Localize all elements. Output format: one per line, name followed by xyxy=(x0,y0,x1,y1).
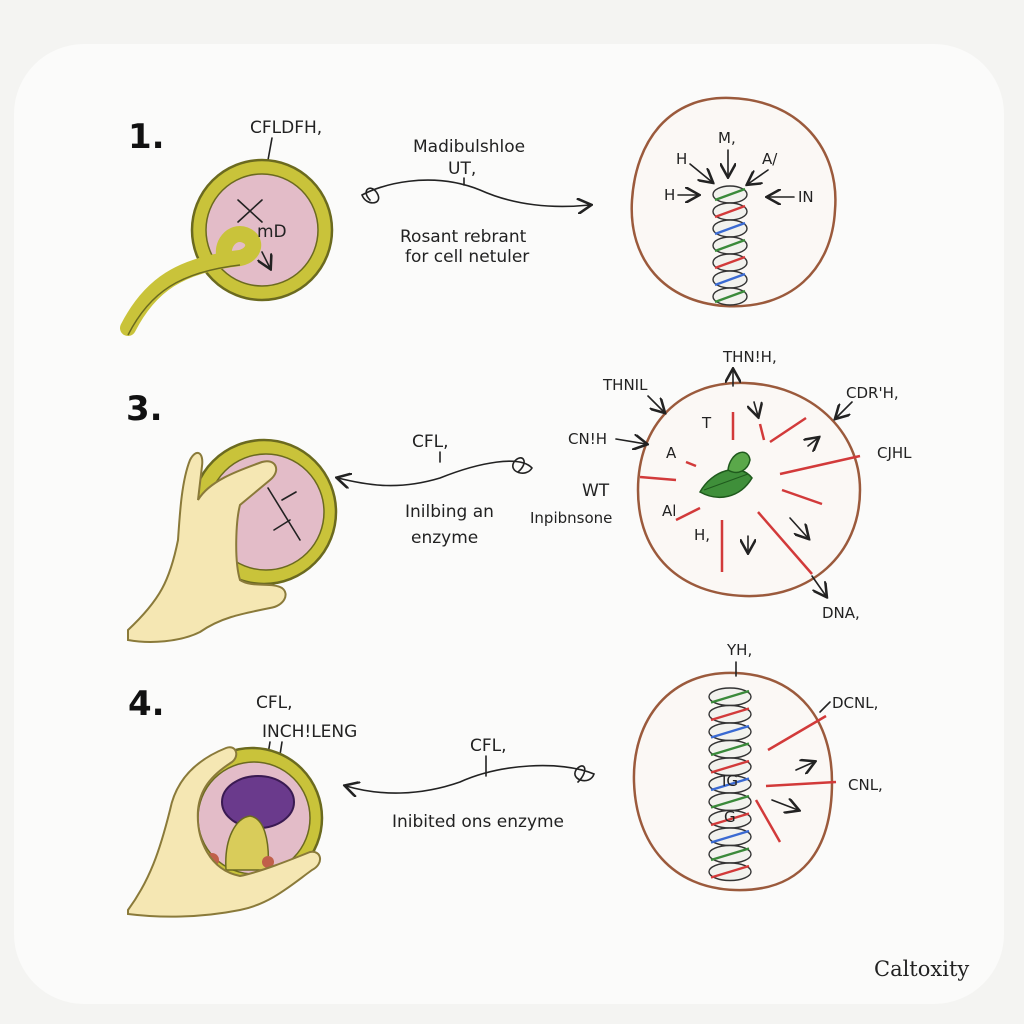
panel-3-label-a: A xyxy=(666,444,677,462)
panel-4-label-yh: YH, xyxy=(726,641,752,659)
panel-3-caption-2: enzyme xyxy=(411,528,478,548)
panel-1-dna xyxy=(712,185,748,306)
panel-4-arrow xyxy=(346,764,595,793)
dna-base-pair xyxy=(714,187,746,202)
dna-base-pair xyxy=(710,829,750,844)
dna-base-pair xyxy=(710,864,750,879)
panel-3-right-cell xyxy=(636,381,862,598)
dna-base-pair xyxy=(714,289,746,304)
panel-1-cell xyxy=(120,158,334,336)
dna-base-pair xyxy=(710,707,750,722)
dna-base-pair xyxy=(714,221,746,236)
dna-base-pair xyxy=(710,777,750,792)
dna-base-pair xyxy=(710,742,750,757)
dna-base-pair xyxy=(710,724,750,739)
arrow xyxy=(771,800,798,810)
panel-1-caption-2: for cell netuler xyxy=(405,247,529,267)
panel-3-arrow-top: CFL, xyxy=(412,432,449,452)
panel-1-right-label-in: IN xyxy=(798,188,814,206)
arrow xyxy=(615,439,646,444)
panel-1-right-label-a: A/ xyxy=(762,150,778,168)
arrow xyxy=(789,517,808,538)
arrow xyxy=(795,762,814,770)
panel-3-label-h: H, xyxy=(694,526,710,544)
panel-3-arrow xyxy=(338,457,533,486)
panel-3-enzyme-leaf xyxy=(698,451,753,499)
panel-1-arrow xyxy=(361,179,590,206)
arrow xyxy=(819,701,831,713)
panel-4-label-2: INCH!LENG xyxy=(262,722,357,742)
panel-3-hand xyxy=(127,451,287,643)
dna-base-pair xyxy=(710,847,750,862)
panel-3-label-al: Al xyxy=(662,502,676,520)
panel-1-arrow-top: Madibulshloe xyxy=(413,137,525,157)
dna-base-pair xyxy=(714,238,746,253)
panel-4-label-dcnl: DCNL, xyxy=(832,694,878,712)
arrow xyxy=(754,401,758,416)
panel-1-right-label-h1: H xyxy=(676,150,687,168)
panel-1-number: 1. xyxy=(128,117,165,157)
panel-1-cell-text: mD xyxy=(257,222,287,242)
panel-3-label-inpibnsone: Inpibnsone xyxy=(530,509,612,527)
dna-base-pair xyxy=(710,794,750,809)
panel-4-caption: Inibited ons enzyme xyxy=(392,812,564,832)
dna-base-pair xyxy=(714,272,746,287)
panel-1-label: CFLDFH, xyxy=(250,118,322,138)
panel-3-label-thnh: THN!H, xyxy=(722,348,777,366)
panel-3-caption-1: Inilbing an xyxy=(405,502,494,522)
panel-3-label-t: T xyxy=(701,414,712,432)
panel-3-label-wt: WT xyxy=(582,481,610,501)
panel-3-label-thnil: THNIL xyxy=(602,376,648,394)
arrow xyxy=(808,438,818,446)
panel-3-label-cjhl: CJHL xyxy=(877,444,912,462)
arrow xyxy=(647,395,664,412)
signature: Caltoxity xyxy=(874,957,969,981)
panel-4-arrow-top: CFL, xyxy=(470,736,507,756)
panel-3-number: 3. xyxy=(126,389,163,429)
panel-4-hand xyxy=(127,746,321,918)
panel-4-number: 4. xyxy=(128,684,165,724)
arrow xyxy=(689,163,712,182)
dna-base-pair xyxy=(714,255,746,270)
panel-1-label-line xyxy=(267,137,273,161)
panel-1-caption-1: Rosant rebrant xyxy=(400,227,527,247)
arrow xyxy=(748,169,769,184)
panel-4-label-cnl: CNL, xyxy=(848,776,883,794)
panel-3-label-cnh: CN!H xyxy=(568,430,607,448)
panel-3-label-dna: DNA, xyxy=(822,604,860,622)
panel-1-arrow-top2: UT, xyxy=(448,159,476,179)
panel-4-dna-label-2: G xyxy=(724,808,736,826)
arrow xyxy=(811,575,826,596)
panel-4-dna xyxy=(708,687,752,882)
panel-4-label-1: CFL, xyxy=(256,693,293,713)
dna-base-pair xyxy=(710,759,750,774)
panel-4-dna-label-1: IG xyxy=(722,772,738,790)
arrow xyxy=(836,401,853,418)
panel-1-right-label-h2: H xyxy=(664,186,675,204)
panel-1-right-label-m: M, xyxy=(718,129,736,147)
dna-base-pair xyxy=(710,689,750,704)
dna-base-pair xyxy=(714,204,746,219)
panel-3-label-cdrh: CDR'H, xyxy=(846,384,899,402)
dna-base-pair xyxy=(710,812,750,827)
